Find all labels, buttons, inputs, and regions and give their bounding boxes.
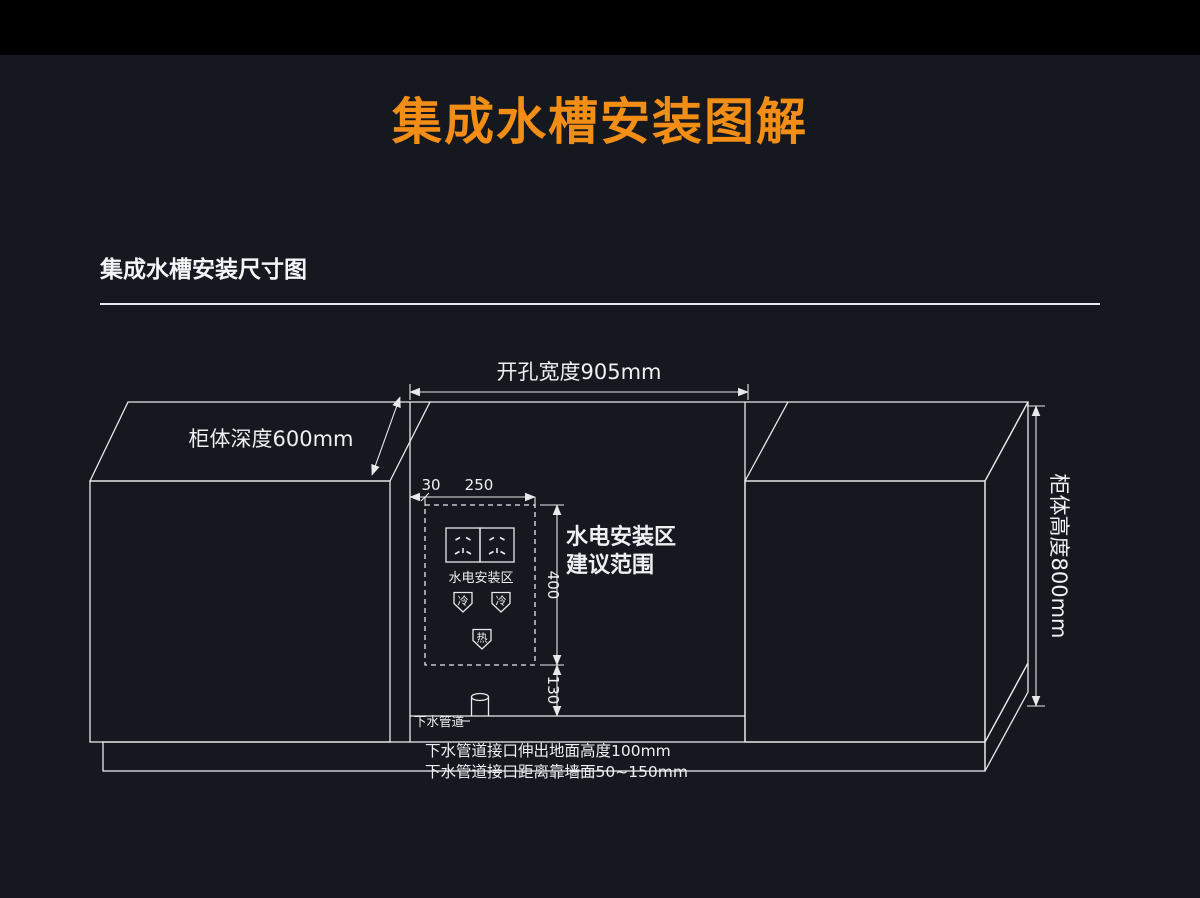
install-note-1: 下水管道接口伸出地面高度100mm — [425, 742, 671, 760]
dim-cabinet-depth: 柜体深度600mm — [189, 396, 401, 476]
install-notes: 下水管道接口伸出地面高度100mm 下水管道接口距离靠墙面50~150mm — [425, 742, 688, 781]
svg-text:冷: 冷 — [496, 595, 507, 608]
utility-zone-note: 水电安装区 建议范围 — [566, 524, 676, 578]
section-divider — [100, 303, 1100, 305]
dim-zone-horizontal: 30 250 — [409, 476, 536, 506]
dim-zone-width-label: 250 — [465, 476, 494, 494]
install-note-2: 下水管道接口距离靠墙面50~150mm — [425, 763, 688, 781]
dim-opening-width-label: 开孔宽度905mm — [497, 360, 662, 384]
drain-pipe — [470, 692, 490, 716]
power-outlet-icon — [445, 527, 515, 563]
drain-pipe-label: 下水管道 — [414, 714, 465, 729]
utility-zone-note-line2: 建议范围 — [566, 553, 654, 578]
dim-opening-width: 开孔宽度905mm — [409, 360, 749, 400]
hot-valve-icon: 热 — [472, 628, 492, 650]
dim-zone-offset-label: 30 — [421, 476, 440, 494]
cabinet-right-front-face — [744, 480, 986, 743]
section-title: 集成水槽安装尺寸图 — [100, 257, 307, 283]
utility-zone-note-line1: 水电安装区 — [566, 524, 676, 550]
cabinet-left-front-face — [89, 480, 391, 743]
drain-pipe-callout: 下水管道 — [414, 714, 470, 729]
outlet-zone-label: 水电安装区 — [448, 571, 513, 586]
dim-zone-floor-gap: 130 — [540, 664, 564, 717]
dim-cabinet-height-label: 柜体高度800mm — [1047, 474, 1071, 639]
dim-cabinet-height: 柜体高度800mm — [1027, 405, 1071, 707]
page-title: 集成水槽安装图解 — [392, 93, 808, 151]
cabinet-right — [743, 401, 1030, 743]
cold-valve-icon-2: 冷 — [491, 591, 511, 613]
top-black-bar — [0, 0, 1200, 55]
cabinet-right-top-face — [743, 401, 1030, 482]
cabinet-left — [88, 401, 432, 743]
dim-cabinet-depth-label: 柜体深度600mm — [189, 427, 354, 451]
svg-text:热: 热 — [477, 632, 488, 645]
dim-zone-height: 400 — [540, 504, 564, 666]
dim-zone-floor-gap-label: 130 — [544, 676, 562, 705]
utility-zone-dashed-area — [424, 504, 536, 666]
cold-valve-icon-1: 冷 — [453, 591, 473, 613]
cabinet-right-side-face — [984, 401, 1029, 743]
svg-text:冷: 冷 — [458, 595, 469, 608]
dim-zone-height-label: 400 — [544, 571, 562, 600]
